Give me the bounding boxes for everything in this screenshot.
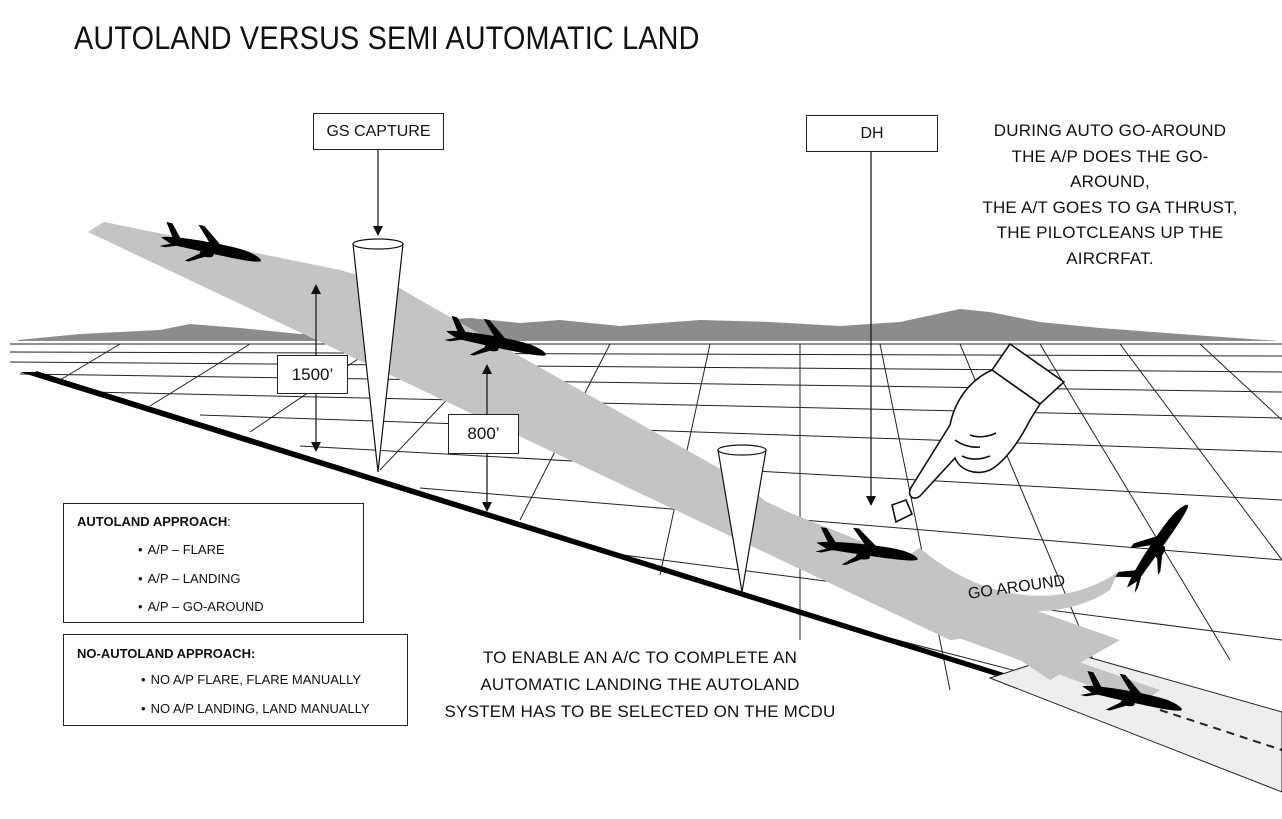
go-around-note-line: THE A/P DOES THE GO- xyxy=(1011,146,1209,166)
aircraft-go-around-icon xyxy=(1110,492,1201,598)
runway-edge xyxy=(20,372,1010,676)
mcdu-note: TO ENABLE AN A/C TO COMPLETE AN AUTOMATI… xyxy=(430,644,850,725)
gs-capture-cone xyxy=(352,238,404,473)
mcdu-note-line: TO ENABLE AN A/C TO COMPLETE AN xyxy=(482,648,798,667)
go-around-path xyxy=(900,548,1118,612)
mcdu-note-line: SYSTEM HAS TO BE SELECTED ON THE MCDU xyxy=(444,702,836,721)
pointing-hand-icon xyxy=(891,342,1066,524)
mcdu-note-line: AUTOMATIC LANDING THE AUTOLAND xyxy=(480,675,800,694)
autoland-approach-heading: AUTOLAND APPROACH: xyxy=(77,514,231,529)
gs-capture-label: GS CAPTURE xyxy=(313,113,444,150)
alt-1500-label: 1500’ xyxy=(277,355,348,394)
autoland-item: A/P – GO-AROUND xyxy=(138,600,264,614)
landing-path xyxy=(948,624,1160,704)
dh-cone xyxy=(717,444,767,593)
autoland-item: A/P – FLARE xyxy=(138,543,264,557)
autoland-approach-box: AUTOLAND APPROACH: A/P – FLARE A/P – LAN… xyxy=(63,503,364,623)
go-around-note: DURING AUTO GO-AROUND THE A/P DOES THE G… xyxy=(960,118,1260,271)
go-around-note-line: DURING AUTO GO-AROUND xyxy=(993,121,1227,140)
autoland-item: A/P – LANDING xyxy=(138,571,264,586)
no-autoland-item: NO A/P FLARE, FLARE MANUALLY xyxy=(141,673,370,687)
page-title: AUTOLAND VERSUS SEMI AUTOMATIC LAND xyxy=(74,20,700,56)
alt-800-label: 800’ xyxy=(448,414,519,454)
go-around-note-line: THE A/T GOES TO GA THRUST, xyxy=(982,197,1238,217)
mountain-range xyxy=(18,309,1280,341)
runway xyxy=(988,651,1282,793)
go-around-note-line: THE PILOTCLEANS UP THE xyxy=(996,223,1224,242)
go-around-note-line: AIRCRFAT. xyxy=(1066,248,1154,268)
approach-path-upper xyxy=(88,222,1120,680)
no-autoland-approach-box: NO-AUTOLAND APPROACH: NO A/P FLARE, FLAR… xyxy=(63,634,408,726)
no-autoland-approach-heading: NO-AUTOLAND APPROACH: xyxy=(77,646,256,661)
dh-label: DH xyxy=(806,115,938,152)
go-around-note-line: AROUND, xyxy=(1070,172,1150,191)
no-autoland-item: NO A/P LANDING, LAND MANUALLY xyxy=(141,702,370,716)
